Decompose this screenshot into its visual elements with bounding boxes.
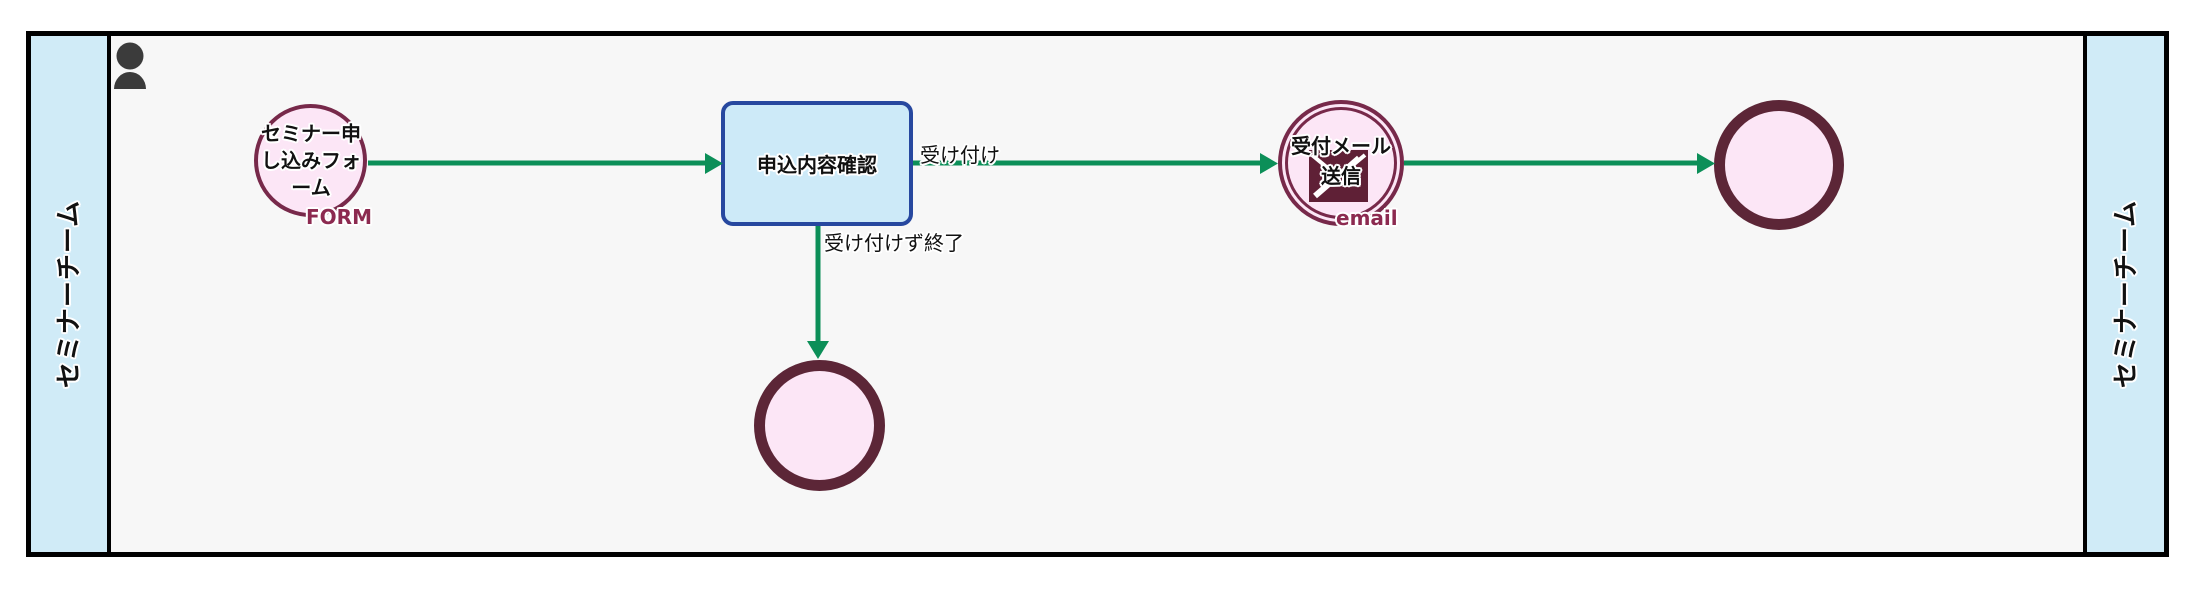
- envelope-icon: [1309, 150, 1368, 202]
- accept-flow-label: 受け付け: [920, 143, 1000, 167]
- lane-header-left: [31, 36, 111, 552]
- start-event-circle: [254, 104, 367, 217]
- email-event-label: 受付メール 送信: [1291, 131, 1391, 191]
- end-event-right: [1714, 100, 1844, 230]
- form-badge: FORM: [306, 205, 372, 229]
- email-event-inner-ring: [1285, 107, 1397, 219]
- start-event-label: セミナー申 し込みフォ ーム: [261, 121, 361, 202]
- task-label: 申込内容確認: [757, 153, 877, 177]
- process-pool: [26, 31, 2169, 557]
- email-badge: email: [1336, 206, 1398, 230]
- end-event-bottom: [754, 360, 885, 491]
- email-event-label-line1: 受付メール: [1291, 134, 1391, 158]
- start-event-label-line3: ーム: [291, 175, 331, 200]
- person-icon: [114, 42, 146, 89]
- email-event-label-line2: 送信: [1321, 164, 1361, 188]
- lane-label-left: セミナーチーム: [54, 199, 85, 389]
- reject-flow-label: 受け付けず終了: [824, 231, 964, 255]
- start-event-label-line1: セミナー申: [261, 121, 361, 146]
- lane-header-right: [2083, 36, 2164, 552]
- start-event-label-line2: し込みフォ: [261, 148, 361, 173]
- lane-label-right: セミナーチーム: [2111, 199, 2142, 389]
- task-box-confirm: 申込内容確認: [721, 101, 913, 226]
